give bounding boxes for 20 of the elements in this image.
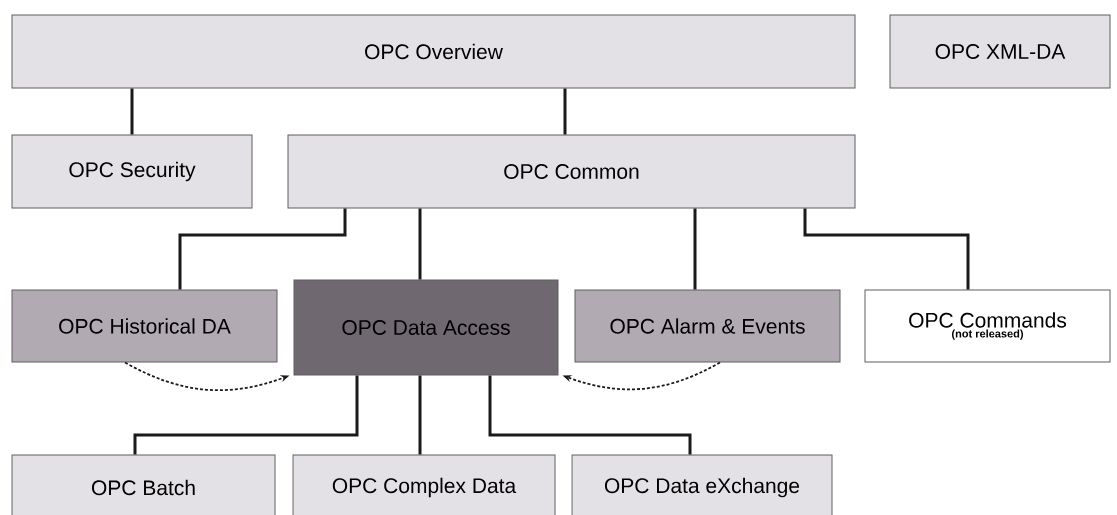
process-box: OPC Security [11,134,253,209]
connector-line [563,88,567,135]
process-box: OPC Alarm & Events [574,289,841,363]
process-box: OPC Overview [11,14,856,89]
process-box: OPC Historical DA [11,289,278,363]
process-box: OPC Batch [11,454,276,515]
process-box: OPC Complex Data [292,454,556,515]
connector-line [803,208,970,290]
highlighted-box: OPC Data Access [293,279,559,376]
connector-line [418,375,422,455]
connector-line [178,208,347,290]
process-box: OPC Commands (not released) [864,289,1111,363]
connector-line [488,375,692,455]
process-box: OPC XML-DA [889,14,1111,89]
connector-line [418,208,422,280]
process-box: OPC Data eXchange [571,454,833,515]
connector-line [693,208,697,290]
connector-line [130,88,134,135]
connector-line [133,375,359,455]
process-box: OPC Common [287,134,856,209]
